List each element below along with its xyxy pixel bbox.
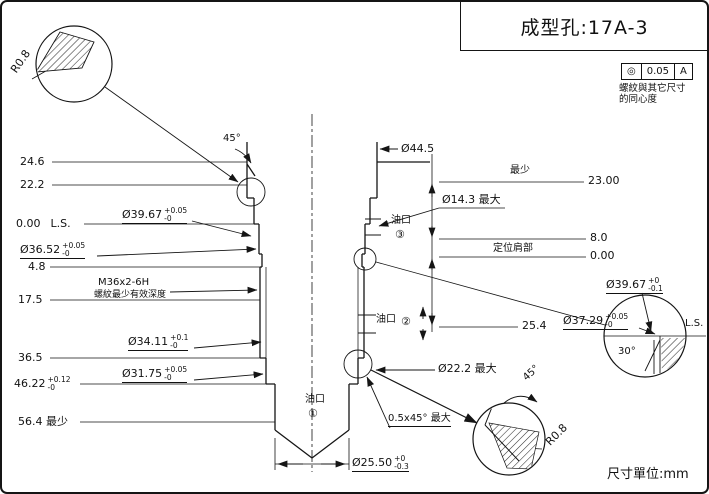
dim-tolerance: +0.05-0 (605, 312, 629, 329)
dim-17-5: 17.5 (18, 293, 43, 306)
dim-tolerance: +0.05-0 (164, 365, 188, 382)
oil-port-1-label: 油口 (305, 394, 325, 405)
min-note-23: 最少 (510, 165, 530, 176)
dim-value: Ø31.75 (122, 367, 163, 380)
drawing-title: 成型孔:17A-3 (520, 16, 649, 39)
gdt-datum: A (680, 66, 687, 77)
locating-shoulder-label: 定位肩部 (493, 243, 533, 254)
dim-tolerance: +0.05-0 (62, 241, 86, 258)
extension-lines (50, 154, 706, 470)
dim-22-2: 22.2 (20, 178, 45, 191)
dim-0-ls: 0.00 L.S. (16, 217, 71, 230)
dim-value: Ø34.11 (128, 335, 169, 348)
dim-tolerance: +0-0.3 (394, 454, 409, 471)
ls-label-right: L.S. (685, 318, 704, 329)
dim-dia-39-67-left: Ø39.67+0.05-0 (122, 206, 188, 224)
oil-port-1-number: ① (308, 407, 318, 420)
dim-dia-34-11: Ø34.11+0.1-0 (128, 333, 189, 351)
dim-tolerance: +0-0.1 (648, 276, 663, 293)
oil-port-3-label: 油口 (391, 215, 411, 226)
dim-23-00: 23.00 (588, 174, 620, 187)
dim-46-22: 46.22+0.12-0 (14, 376, 70, 391)
dim-dia-39-67-right: Ø39.67+0-0.1 (606, 277, 663, 294)
dim-24-6: 24.6 (20, 155, 45, 168)
detail-view-c (472, 402, 546, 476)
gdt-frame: ◎ 0.05 A (621, 63, 693, 80)
dim-value: Ø25.50 (352, 456, 393, 469)
thread-minor-lines (265, 267, 359, 358)
gdt-tolerance: 0.05 (642, 64, 675, 79)
dim-dia-31-75: Ø31.75+0.05-0 (122, 365, 188, 383)
detail-angle-30: 30° (618, 346, 636, 357)
oil-port-3-number: ③ (395, 228, 405, 241)
dim-value: Ø39.67 (606, 278, 647, 291)
dim-tolerance: +0.05-0 (164, 206, 188, 223)
thread-callout: M36x2-6H (98, 277, 150, 288)
dim-0-right: 0.00 (590, 249, 615, 262)
gdt-note-line2: 的同心度 (619, 94, 658, 105)
leader-lines (31, 67, 606, 450)
dim-dia-37-29: Ø37.29+0.05-0 (563, 312, 629, 330)
concentricity-icon: ◎ (622, 64, 642, 79)
dim-value: Ø36.52 (20, 243, 61, 256)
gdt-note: 螺紋與其它尺寸 的同心度 (619, 83, 686, 105)
dim-dia-14-3-max: Ø14.3 最大 (442, 193, 501, 206)
oil-port-2-number: ② (401, 315, 411, 328)
dim-4-8: 4.8 (28, 260, 46, 273)
dim-25-4: 25.4 (522, 319, 547, 332)
dimension-arrows (96, 86, 656, 468)
part-outline (246, 142, 430, 459)
dim-value: Ø37.29 (563, 314, 604, 327)
dim-56-4-min: 56.4 最少 (18, 415, 68, 428)
oil-port-openings (358, 218, 381, 334)
title-block: 成型孔:17A-3 (460, 2, 707, 51)
oil-port-2-label: 油口 (376, 314, 396, 325)
chamfer-max-note: 0.5x45° 最大 (388, 413, 451, 427)
chamfer-angle-top: 45° (223, 133, 241, 144)
dim-dia-22-2-max: Ø22.2 最大 (438, 362, 497, 375)
dim-8-0: 8.0 (590, 231, 608, 244)
dim-0-left: 0.00 (16, 217, 41, 230)
thread-depth-note: 螺紋最少有效深度 (94, 290, 167, 300)
detail-view-a (35, 25, 113, 103)
unit-label: 尺寸單位:mm (607, 467, 689, 482)
dim-dia-25-50: Ø25.50+0-0.3 (352, 455, 409, 472)
dim-value: 46.22 (14, 377, 46, 390)
detail-source-circles (236, 177, 377, 379)
dim-dia-44-5: Ø44.5 (401, 142, 435, 155)
dim-tolerance: +0.1-0 (170, 333, 189, 350)
dim-tolerance: +0.12-0 (47, 375, 71, 392)
dim-dia-36-52: Ø36.52+0.05-0 (20, 241, 86, 259)
gdt-note-line1: 螺紋與其它尺寸 (619, 83, 686, 94)
dim-value: Ø39.67 (122, 208, 163, 221)
ls-label-left: L.S. (50, 217, 71, 230)
dim-36-5: 36.5 (18, 351, 43, 364)
